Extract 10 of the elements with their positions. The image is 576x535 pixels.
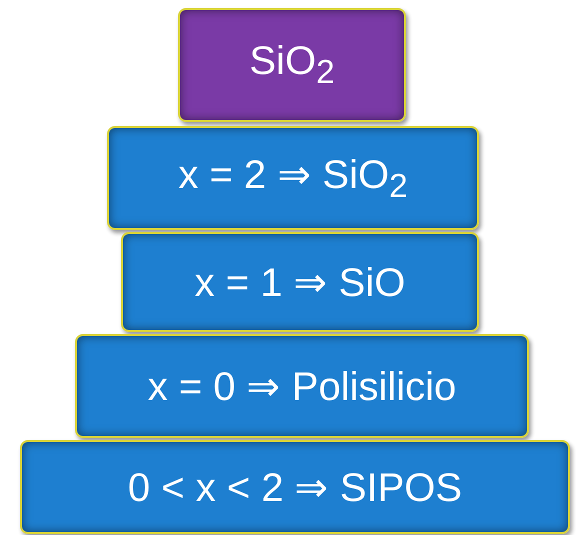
level-text: x = 2 ⇒ SiO$_{2}$	[178, 152, 408, 206]
level-text: x = 0 ⇒ Polisilicio	[148, 364, 456, 410]
level-box	[75, 334, 529, 438]
level-box	[107, 126, 479, 230]
level-text: 0 < x < 2 ⇒ SIPOS	[128, 464, 462, 510]
level-box	[178, 8, 406, 122]
level-box	[20, 440, 570, 534]
level-text: SiO$_{2}$	[249, 38, 335, 92]
level-box	[121, 232, 479, 332]
level-text: x = 1 ⇒ SiO	[194, 260, 406, 306]
